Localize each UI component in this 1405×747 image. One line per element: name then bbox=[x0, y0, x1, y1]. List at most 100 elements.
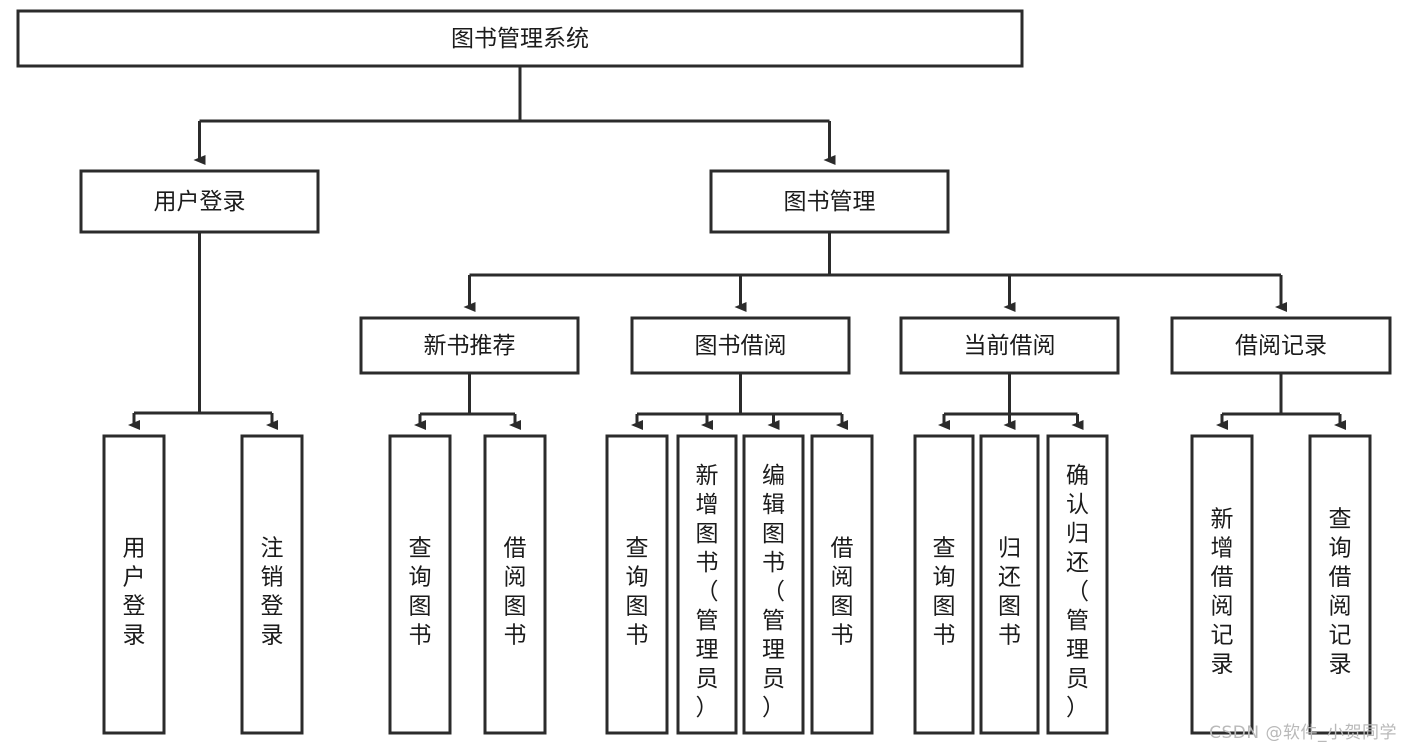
node-box-leaf-query-borrow-record bbox=[1308, 434, 1372, 735]
node-label-book-manage: 图书管理 bbox=[784, 189, 876, 215]
node-label-char: 员 bbox=[696, 666, 719, 692]
node-box-leaf-user-login bbox=[102, 434, 166, 735]
node-label-leaf-query-book-2: 查 bbox=[626, 536, 649, 562]
node-label-leaf-borrow-book-1: 借 bbox=[504, 536, 527, 562]
node-box-user-login bbox=[79, 169, 320, 234]
node-label-char: 书 bbox=[998, 623, 1021, 649]
node-label-char: 询 bbox=[626, 565, 649, 591]
node-label-char: 书 bbox=[762, 550, 785, 576]
node-label-current-borrow: 当前借阅 bbox=[964, 333, 1056, 359]
node-label-char: 询 bbox=[409, 565, 432, 591]
node-leaf-user-login[interactable]: 用户登录 bbox=[102, 434, 166, 735]
node-label-char: 登 bbox=[123, 594, 146, 620]
node-label-char: 理 bbox=[696, 637, 719, 663]
node-label-char: 询 bbox=[1329, 536, 1352, 562]
node-label-char: 书 bbox=[626, 623, 649, 649]
watermark-text: CSDN @软件_小贺同学 bbox=[1209, 723, 1397, 743]
node-label-char: 归 bbox=[1066, 521, 1089, 547]
node-label-char: （ bbox=[762, 579, 785, 605]
node-label-char: 还 bbox=[1066, 550, 1089, 576]
node-box-leaf-add-borrow-record bbox=[1190, 434, 1254, 735]
node-label-char: 录 bbox=[261, 623, 284, 649]
node-box-leaf-logout-login bbox=[240, 434, 304, 735]
node-new-book-recommend[interactable]: 新书推荐 bbox=[359, 316, 580, 375]
node-root[interactable]: 图书管理系统 bbox=[16, 9, 1024, 68]
node-label-char: 管 bbox=[1066, 608, 1089, 634]
node-label-leaf-logout-login: 注 bbox=[261, 536, 284, 562]
node-label-char: 理 bbox=[1066, 637, 1089, 663]
node-label-char: 登 bbox=[261, 594, 284, 620]
node-box-book-borrow bbox=[630, 316, 851, 375]
node-label-char: ） bbox=[1066, 695, 1089, 721]
node-label-char: 增 bbox=[696, 492, 719, 518]
node-box-leaf-query-book-3 bbox=[913, 434, 975, 735]
node-label-char: 增 bbox=[1211, 536, 1234, 562]
node-current-borrow[interactable]: 当前借阅 bbox=[899, 316, 1120, 375]
node-book-borrow[interactable]: 图书借阅 bbox=[630, 316, 851, 375]
node-label-leaf-query-book-1: 查 bbox=[409, 536, 432, 562]
node-label-char: 书 bbox=[831, 623, 854, 649]
node-label-char: ） bbox=[696, 695, 719, 721]
node-label-book-borrow: 图书借阅 bbox=[695, 333, 787, 359]
node-label-char: 图 bbox=[998, 594, 1021, 620]
node-label-new-book-recommend: 新书推荐 bbox=[424, 333, 516, 359]
node-label-char: 图 bbox=[504, 594, 527, 620]
node-box-leaf-query-book-1 bbox=[388, 434, 452, 735]
node-label-char: 询 bbox=[933, 565, 956, 591]
node-label-char: 录 bbox=[1211, 652, 1234, 678]
node-label-char: 阅 bbox=[1329, 594, 1352, 620]
node-label-char: 员 bbox=[1066, 666, 1089, 692]
node-label-leaf-return-book: 归 bbox=[998, 536, 1021, 562]
node-label-char: 理 bbox=[762, 637, 785, 663]
node-borrow-record[interactable]: 借阅记录 bbox=[1170, 316, 1392, 375]
node-box-new-book-recommend bbox=[359, 316, 580, 375]
node-label-root: 图书管理系统 bbox=[451, 26, 589, 52]
node-box-leaf-edit-book-admin bbox=[742, 434, 805, 735]
node-label-char: 图 bbox=[409, 594, 432, 620]
node-box-borrow-record bbox=[1170, 316, 1392, 375]
node-label-char: 书 bbox=[504, 623, 527, 649]
node-book-manage[interactable]: 图书管理 bbox=[709, 169, 950, 234]
node-box-leaf-borrow-book-2 bbox=[810, 434, 874, 735]
node-box-leaf-return-book bbox=[979, 434, 1040, 735]
node-group: 图书管理系统用户登录图书管理新书推荐图书借阅当前借阅借阅记录用户登录注销登录查询… bbox=[16, 9, 1392, 735]
node-box-leaf-borrow-book-1 bbox=[483, 434, 547, 735]
node-label-char: 管 bbox=[696, 608, 719, 634]
node-label-char: 阅 bbox=[1211, 594, 1234, 620]
node-label-leaf-add-borrow-record: 新 bbox=[1211, 507, 1234, 533]
node-label-char: 阅 bbox=[831, 565, 854, 591]
node-label-char: 图 bbox=[933, 594, 956, 620]
node-label-char: 图 bbox=[626, 594, 649, 620]
node-label-char: 辑 bbox=[762, 492, 785, 518]
node-label-char: （ bbox=[696, 579, 719, 605]
node-label-char: 户 bbox=[123, 565, 146, 591]
node-user-login[interactable]: 用户登录 bbox=[79, 169, 320, 234]
node-label-borrow-record: 借阅记录 bbox=[1235, 333, 1327, 359]
node-label-char: 阅 bbox=[504, 565, 527, 591]
node-label-char: 借 bbox=[1211, 565, 1234, 591]
node-box-leaf-confirm-return-admin bbox=[1046, 434, 1109, 735]
node-label-char: 书 bbox=[933, 623, 956, 649]
node-label-char: 书 bbox=[409, 623, 432, 649]
node-box-root bbox=[16, 9, 1024, 68]
node-label-leaf-borrow-book-2: 借 bbox=[831, 536, 854, 562]
node-box-book-manage bbox=[709, 169, 950, 234]
node-label-leaf-edit-book-admin: 编 bbox=[762, 463, 785, 489]
node-label-leaf-query-book-3: 查 bbox=[933, 536, 956, 562]
node-label-char: 记 bbox=[1329, 623, 1352, 649]
node-label-char: 图 bbox=[831, 594, 854, 620]
node-label-char: 管 bbox=[762, 608, 785, 634]
